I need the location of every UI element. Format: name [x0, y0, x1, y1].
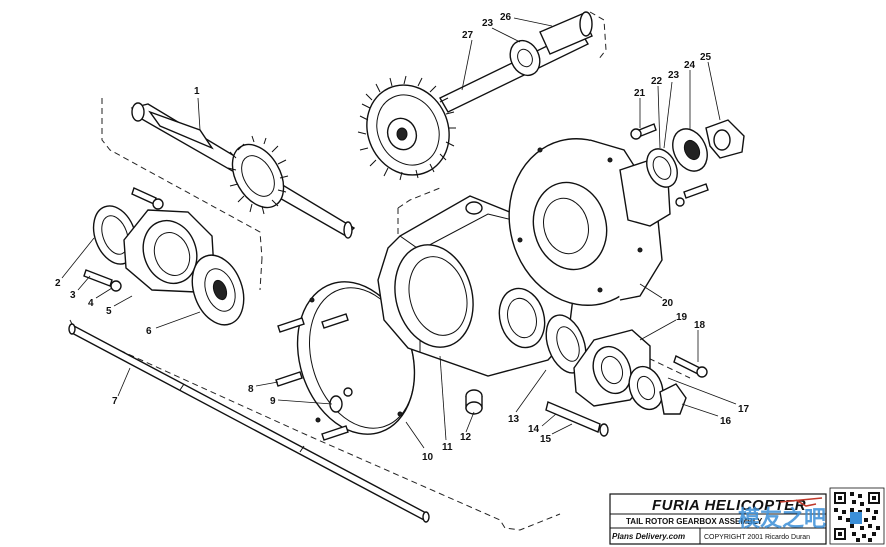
tail-drive-shaft [68, 323, 430, 523]
callout-15: 15 [540, 434, 552, 445]
callout-24: 24 [684, 60, 696, 71]
callout-23a: 23 [482, 18, 494, 29]
lower-bearing-carrier [545, 314, 708, 437]
callout-3: 3 [70, 290, 76, 301]
callout-21: 21 [634, 88, 646, 99]
callout-22: 22 [651, 76, 663, 87]
callout-16: 16 [720, 416, 732, 427]
callout-6: 6 [146, 326, 152, 337]
callout-23b: 23 [668, 70, 680, 81]
callout-4: 4 [88, 298, 94, 309]
callout-20: 20 [662, 298, 674, 309]
callout-9: 9 [270, 396, 276, 407]
callout-7: 7 [112, 396, 118, 407]
qr-code-icon [829, 487, 885, 545]
watermark-text: 模友之吧 [738, 506, 826, 532]
callout-1: 1 [194, 86, 200, 97]
input-shaft-assembly [130, 102, 356, 239]
callout-27: 27 [462, 30, 474, 41]
callout-18: 18 [694, 320, 706, 331]
callout-2: 2 [55, 278, 61, 289]
right-bearing-stack [630, 119, 745, 207]
callout-11: 11 [442, 442, 453, 453]
callout-13: 13 [508, 414, 520, 425]
callout-26: 26 [500, 12, 512, 23]
callout-labels: 1 2 3 4 5 6 7 8 9 10 11 12 13 14 15 16 1… [55, 12, 750, 463]
callout-8: 8 [248, 384, 254, 395]
title-block: FURIA HELICOPTER TAIL ROTOR GEARBOX ASSE… [609, 493, 827, 545]
drawing-title: TAIL ROTOR GEARBOX ASSEMBLY [626, 517, 763, 526]
leader-lines [61, 17, 737, 449]
output-shaft-assembly [357, 11, 593, 181]
copyright-label: COPYRIGHT 2001 Ricardo Duran [704, 534, 810, 541]
helicopter-logo-icon [779, 497, 823, 507]
website-label: Plans Delivery.com [612, 532, 685, 541]
callout-10: 10 [422, 452, 434, 463]
right-flange-housing [508, 138, 671, 306]
left-bearing-housing [83, 187, 245, 326]
watermark: 模友之吧 [738, 506, 826, 532]
callout-12: 12 [460, 432, 472, 443]
brand-name: FURIA HELICOPTER [652, 497, 806, 514]
callout-5: 5 [106, 306, 112, 317]
callout-17: 17 [738, 404, 750, 415]
callout-25: 25 [700, 52, 712, 63]
callout-19: 19 [676, 312, 688, 323]
callout-14: 14 [528, 424, 540, 435]
